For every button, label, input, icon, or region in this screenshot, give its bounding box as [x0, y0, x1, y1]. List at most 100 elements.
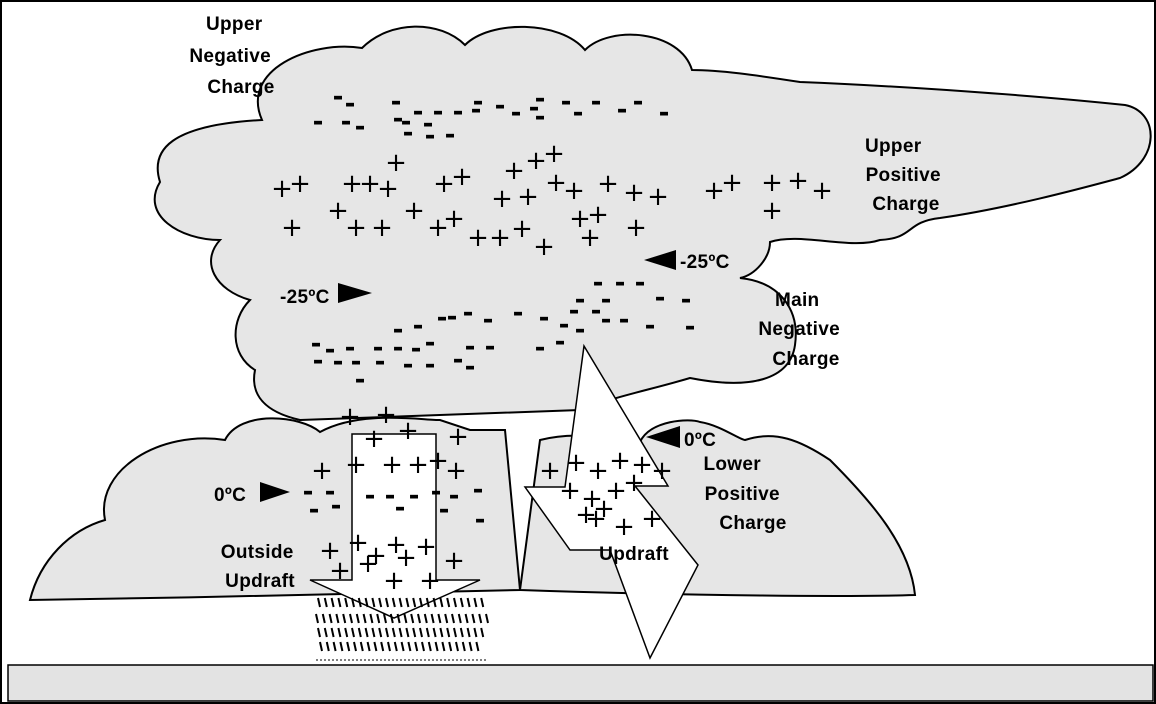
rain-streak: [380, 641, 385, 652]
positive-charge-symbol: +: [609, 446, 631, 476]
temp-label-left-upper: -25ºC: [280, 287, 330, 308]
rain-streak: [453, 597, 457, 608]
rain-streak: [437, 613, 442, 624]
negative-charge-symbol: -: [393, 315, 404, 345]
rain-streak: [366, 641, 371, 652]
negative-charge-symbol: -: [423, 109, 434, 139]
positive-charge-symbol: +: [281, 213, 303, 243]
outside-updraft-arrow: [309, 433, 481, 619]
positive-charge-symbol: +: [443, 546, 465, 576]
positive-charge-symbol: +: [383, 566, 405, 596]
negative-charge-symbol: -: [403, 350, 414, 380]
positive-charge-symbol: +: [357, 549, 379, 579]
negative-charge-symbol: -: [485, 332, 496, 362]
rain-streak: [330, 597, 335, 608]
negative-charge-symbol: -: [313, 107, 324, 137]
rain-streak: [412, 597, 417, 608]
negative-charge-symbol: -: [449, 481, 460, 511]
negative-charge-symbol: -: [365, 481, 376, 511]
rain-streak: [323, 597, 328, 608]
rain-streak: [427, 641, 432, 652]
rain-streak: [432, 627, 437, 638]
positive-charge-symbol: +: [445, 456, 467, 486]
rain-streak: [353, 641, 357, 652]
rain-streak: [410, 613, 415, 624]
negative-charge-symbol: -: [483, 305, 494, 335]
positive-charge-symbol: +: [569, 204, 591, 234]
lower-positive-line1: Lower: [703, 454, 761, 475]
updraft-label: Updraft: [599, 544, 669, 565]
rain-streak: [441, 641, 446, 652]
positive-charge-symbol: +: [345, 450, 367, 480]
negative-charge-symbol: -: [555, 327, 566, 357]
negative-charge-symbol: -: [439, 495, 450, 525]
rain-streak: [459, 627, 464, 638]
positive-charge-symbol: +: [433, 169, 455, 199]
positive-charge-symbol: +: [593, 494, 615, 524]
positive-charge-symbol: +: [587, 456, 609, 486]
negative-charge-symbol: -: [659, 98, 670, 128]
positive-charge-symbol: +: [613, 512, 635, 542]
positive-charge-symbol: +: [381, 450, 403, 480]
rain-streak: [335, 613, 340, 624]
rain-streak: [425, 627, 430, 638]
rain-streak: [385, 597, 389, 608]
rain-streak: [480, 597, 485, 608]
negative-charge-symbol: -: [385, 481, 396, 511]
rain-streak: [387, 641, 391, 652]
rain-streak: [364, 627, 369, 638]
positive-charge-symbol: +: [385, 148, 407, 178]
negative-charge-symbol: -: [333, 82, 344, 112]
positive-charge-symbol: +: [403, 196, 425, 226]
negative-charge-symbol: -: [475, 505, 486, 535]
negative-charge-symbol: -: [403, 118, 414, 148]
rain-streak: [330, 627, 335, 638]
negative-charge-symbol: -: [431, 477, 442, 507]
positive-charge-symbol: +: [319, 536, 341, 566]
rain-streak: [319, 641, 323, 652]
rain-streak: [393, 641, 398, 652]
negative-charge-symbol: -: [411, 334, 422, 364]
negative-charge-symbol: -: [425, 121, 436, 151]
negative-charge-symbol: -: [445, 120, 456, 150]
rain-streak: [369, 613, 374, 624]
positive-charge-symbol: +: [339, 402, 361, 432]
positive-charge-symbol: +: [327, 196, 349, 226]
rain-streak: [339, 641, 344, 652]
negative-charge-symbol: -: [341, 107, 352, 137]
rain-streak: [417, 613, 421, 624]
positive-charge-symbol: +: [511, 214, 533, 244]
negative-charge-symbol: -: [617, 95, 628, 125]
positive-charge-symbol: +: [491, 184, 513, 214]
negative-charge-symbol: -: [633, 87, 644, 117]
positive-charges: ++++++++++++++++++++++++++++++++++++++++…: [271, 139, 833, 596]
negative-charge-symbol: -: [331, 491, 342, 521]
upper-negative-label: Upper Negative Charge: [189, 14, 276, 98]
rain-streak: [439, 597, 444, 608]
upper-positive-label: Upper Positive Charge: [865, 136, 946, 215]
rain-streak: [446, 597, 451, 608]
negative-charge-symbol: -: [355, 365, 366, 395]
rain-streak: [389, 613, 394, 624]
positive-charge-symbol: +: [623, 178, 645, 208]
positive-charge-symbol: +: [533, 232, 555, 262]
negative-charge-symbol: -: [471, 95, 482, 125]
rain-streak: [385, 627, 389, 638]
positive-charge-symbol: +: [631, 450, 653, 480]
rain-streak: [475, 641, 480, 652]
negative-charge-symbol: -: [311, 329, 322, 359]
positive-charge-symbol: +: [415, 532, 437, 562]
positive-charge-symbol: +: [761, 196, 783, 226]
positive-charge-symbol: +: [451, 162, 473, 192]
rain-streak: [342, 613, 347, 624]
negative-charge-symbol: -: [635, 268, 646, 298]
rain-streak: [446, 627, 451, 638]
rain-streak: [448, 641, 453, 652]
rain-streak: [359, 641, 364, 652]
negative-charge-symbol: -: [345, 333, 356, 363]
rain-streak: [407, 641, 412, 652]
positive-charge-symbol: +: [787, 166, 809, 196]
rain-streak: [371, 597, 376, 608]
